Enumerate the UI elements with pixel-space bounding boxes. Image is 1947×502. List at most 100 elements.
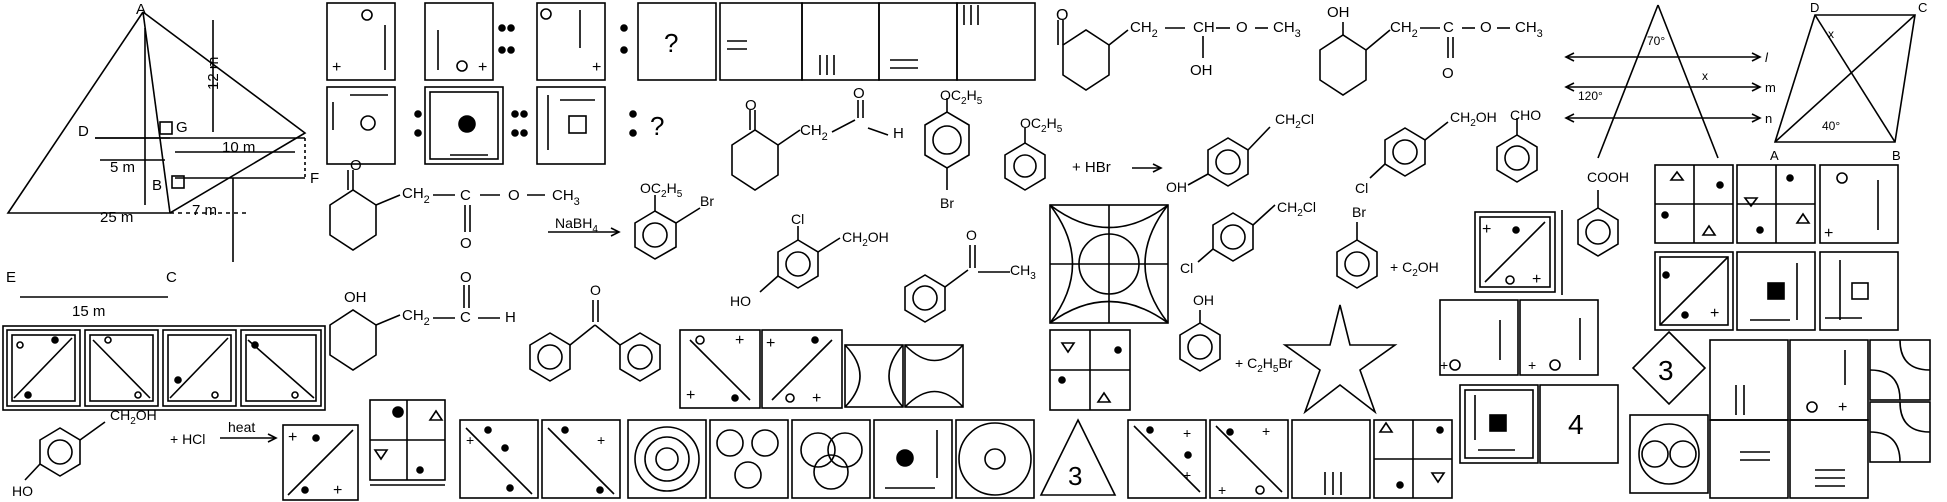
label-f: F — [310, 170, 319, 187]
label-c: C — [166, 269, 177, 286]
label-a: A — [136, 1, 146, 18]
svg-text:x: x — [1702, 69, 1708, 83]
svg-text:+: + — [592, 59, 601, 76]
svg-text:O: O — [1442, 65, 1454, 82]
svg-text:CH2Cl: CH2Cl — [1277, 199, 1316, 219]
puzzle-row-2: ? — [326, 86, 664, 165]
middle-figures: + + + + — [679, 204, 1398, 415]
svg-text:+: + — [1710, 305, 1719, 322]
svg-text:O: O — [853, 85, 865, 102]
label-e: E — [6, 269, 16, 286]
svg-text:A: A — [1770, 148, 1779, 163]
svg-text:O: O — [1236, 19, 1248, 36]
bottom-left-row: + + + + 3 + + + + — [2, 325, 1453, 501]
svg-text:CH2: CH2 — [1130, 19, 1158, 40]
svg-text:D: D — [1810, 0, 1819, 15]
svg-text:+: + — [1528, 357, 1536, 373]
svg-text:heat: heat — [228, 419, 255, 435]
label-b: B — [152, 177, 162, 194]
svg-text:+ HBr: + HBr — [1072, 159, 1111, 176]
chemistry-structures: O CH2 CH O CH3 OH OH CH2 C O O CH3 O CH2… — [12, 4, 1629, 499]
question-mark-1: ? — [664, 28, 678, 58]
svg-text:+ C2OH: + C2OH — [1390, 259, 1439, 279]
svg-text:CH3: CH3 — [1273, 19, 1301, 40]
svg-text:Br: Br — [1352, 204, 1366, 220]
geometry-figure: A G D B F E C 12 m 5 m 10 m 7 m 25 m 15 … — [6, 1, 319, 320]
label-g: G — [176, 119, 188, 136]
svg-text:l: l — [1765, 50, 1769, 65]
label-15m: 15 m — [72, 303, 105, 320]
number-four: 4 — [1568, 409, 1584, 440]
svg-text:C: C — [460, 187, 471, 204]
svg-text:H: H — [893, 125, 904, 142]
svg-text:CH3: CH3 — [1515, 19, 1543, 40]
svg-text:n: n — [1765, 111, 1772, 126]
svg-text:Br: Br — [700, 193, 714, 209]
svg-text:CH2: CH2 — [402, 185, 430, 206]
svg-text:+: + — [1824, 225, 1833, 242]
label-10m: 10 m — [222, 139, 255, 156]
svg-text:+: + — [1838, 399, 1847, 416]
right-angle-g — [159, 121, 173, 135]
svg-text:+: + — [333, 482, 342, 499]
svg-text:+: + — [478, 59, 487, 76]
svg-text:120°: 120° — [1578, 89, 1603, 103]
svg-text:+ HCl: + HCl — [170, 431, 205, 447]
svg-text:+: + — [332, 59, 341, 76]
svg-text:O: O — [460, 269, 472, 286]
svg-text:CH: CH — [1193, 19, 1215, 36]
svg-text:CH3: CH3 — [1010, 262, 1036, 282]
svg-text:x: x — [1828, 27, 1834, 41]
svg-text:Cl: Cl — [1355, 180, 1368, 196]
svg-text:+: + — [1262, 423, 1270, 439]
svg-text:Cl: Cl — [791, 211, 804, 227]
svg-text:O: O — [745, 97, 757, 114]
svg-text:O: O — [590, 282, 601, 298]
svg-text:HO: HO — [730, 293, 751, 309]
svg-text:CHO: CHO — [1510, 107, 1541, 123]
right-angle-b — [171, 175, 185, 189]
svg-text:CH2OH: CH2OH — [1450, 109, 1497, 129]
svg-text:C: C — [1443, 19, 1454, 36]
svg-text:+: + — [1532, 271, 1541, 288]
svg-text:OC2H5: OC2H5 — [940, 87, 983, 107]
svg-text:CH2: CH2 — [1390, 19, 1418, 40]
vertical-edge — [142, 11, 171, 214]
parallel-lines-figure: 70° x 120° l m n — [1564, 4, 1776, 159]
label-d: D — [78, 123, 89, 140]
svg-text:O: O — [350, 157, 362, 174]
svg-text:+ C2H5Br: + C2H5Br — [1235, 355, 1293, 375]
svg-text:O: O — [460, 235, 472, 252]
svg-text:m: m — [1765, 80, 1776, 95]
svg-text:+: + — [288, 429, 297, 446]
svg-text:OH: OH — [1327, 4, 1350, 21]
svg-text:+: + — [766, 335, 775, 352]
svg-text:NaBH4: NaBH4 — [555, 215, 598, 235]
svg-text:70°: 70° — [1647, 34, 1665, 48]
svg-text:CH2: CH2 — [800, 122, 828, 143]
label-12m: 12 m — [205, 57, 222, 90]
svg-text:+: + — [1440, 357, 1448, 373]
svg-text:O: O — [966, 227, 977, 243]
svg-text:CH2OH: CH2OH — [110, 407, 157, 427]
svg-text:+: + — [812, 390, 821, 407]
svg-text:CH2OH: CH2OH — [842, 229, 889, 249]
svg-text:CH2: CH2 — [402, 307, 430, 328]
svg-text:O: O — [508, 187, 520, 204]
svg-text:C: C — [460, 309, 471, 326]
svg-text:OH: OH — [344, 289, 367, 306]
svg-text:O: O — [1056, 7, 1068, 24]
puzzle-row-1: + + + ? — [326, 2, 1036, 81]
svg-text:Cl: Cl — [1180, 260, 1193, 276]
svg-text:OH: OH — [1193, 292, 1214, 308]
svg-text:OC2H5: OC2H5 — [640, 180, 683, 200]
number-three-triangle: 3 — [1068, 461, 1082, 491]
svg-text:+: + — [1218, 482, 1226, 498]
svg-text:+: + — [686, 387, 695, 404]
svg-text:O: O — [1480, 19, 1492, 36]
svg-text:H: H — [505, 309, 516, 326]
svg-text:+: + — [735, 332, 744, 349]
svg-text:+: + — [1183, 425, 1191, 441]
